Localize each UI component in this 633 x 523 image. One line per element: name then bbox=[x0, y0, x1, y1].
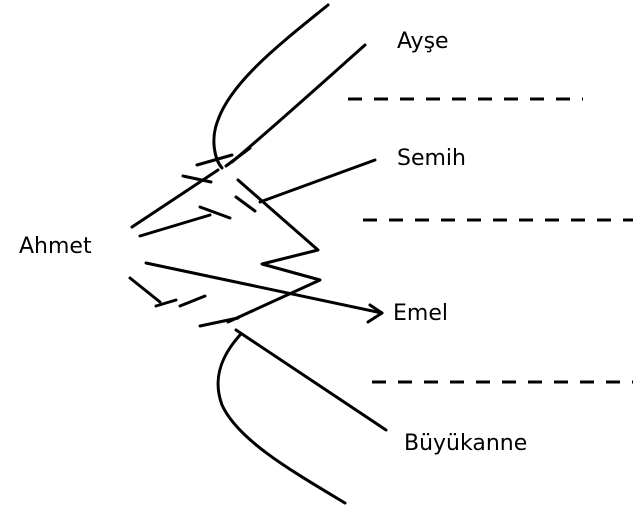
barrier-tick-6 bbox=[178, 294, 207, 308]
sight-line-lower bbox=[128, 276, 162, 304]
barrier-tick-4 bbox=[234, 195, 257, 213]
upper-right-curve bbox=[230, 43, 367, 164]
barrier-tick-2 bbox=[181, 174, 213, 184]
barrier-tick-5 bbox=[154, 298, 178, 308]
label-buyukanne: Büyükanne bbox=[404, 431, 528, 456]
barrier-tick-1 bbox=[195, 153, 234, 167]
sight-line-semih-far bbox=[258, 158, 377, 204]
sight-line-ayse bbox=[130, 168, 220, 229]
label-semih: Semih bbox=[397, 146, 466, 171]
label-ahmet: Ahmet bbox=[19, 234, 92, 259]
upper-left-curve bbox=[212, 3, 330, 170]
label-emel: Emel bbox=[393, 301, 448, 326]
emel-arrowhead bbox=[366, 303, 384, 324]
sight-line-ayse-far bbox=[224, 146, 252, 168]
barrier-tick-7 bbox=[198, 316, 240, 328]
sight-line-emel bbox=[144, 261, 384, 315]
sight-line-semih bbox=[138, 213, 212, 238]
sight-line-buyukanne bbox=[234, 328, 388, 432]
label-ayse: Ayşe bbox=[397, 29, 449, 54]
barrier-tick-3 bbox=[198, 205, 232, 220]
lower-left-curve bbox=[216, 333, 347, 505]
